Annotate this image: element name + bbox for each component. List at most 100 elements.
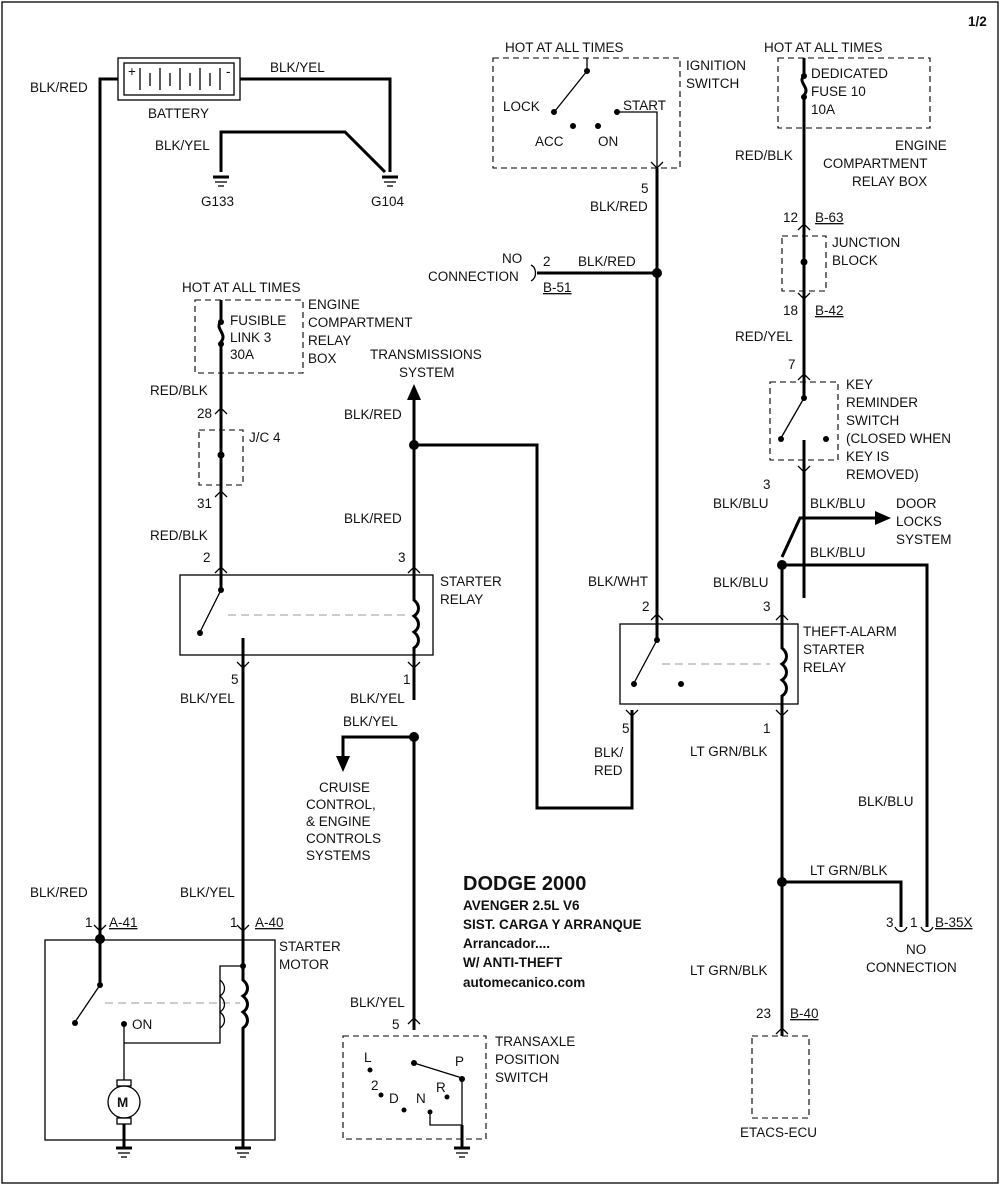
motor-on-label: ON — [132, 1017, 152, 1032]
ground-transaxle-icon — [454, 1146, 470, 1158]
b35x-pin1: 1 — [910, 915, 918, 930]
theft-l1: THEFT-ALARM — [803, 624, 897, 639]
title-line1: DODGE 2000 — [463, 873, 586, 895]
arrow-down-icon — [336, 756, 350, 772]
fuse10-box2: COMPARTMENT — [823, 156, 928, 171]
motor-coil2 — [240, 937, 249, 1148]
wire-label-motor-blk-red: BLK/RED — [30, 885, 88, 900]
theft-blade — [633, 639, 658, 684]
fusible-l3: 30A — [230, 347, 254, 362]
transaxle-pn-wire — [429, 1079, 463, 1126]
ground-g133-icon — [213, 175, 229, 187]
page-number: 1/2 — [968, 14, 987, 29]
wire-label-relay-blk-blu: BLK/BLU — [713, 575, 769, 590]
cruise-l5: SYSTEMS — [306, 848, 371, 863]
theft-pin1: 1 — [763, 721, 771, 736]
starter-relay-coil — [411, 555, 420, 700]
starter-relay-pin3: 3 — [398, 550, 406, 565]
transaxle-pin: 5 — [392, 1017, 400, 1032]
b35x-l2: CONNECTION — [866, 960, 957, 975]
cruise-l3: & ENGINE — [306, 814, 371, 829]
motor-pin1b: 1 — [230, 915, 238, 930]
jb-l1: JUNCTION — [832, 235, 900, 250]
starter-relay-l1: STARTER — [440, 574, 502, 589]
wire-blk-blu-b35x — [782, 563, 929, 927]
fuse10-box1: ENGINE — [895, 138, 947, 153]
fusible-link-box — [194, 299, 304, 374]
jb-l2: BLOCK — [832, 253, 878, 268]
fusible-box4: BOX — [308, 351, 337, 366]
theft-contact-b — [678, 681, 684, 687]
wire-label-jc4-red-blk: RED/BLK — [150, 528, 208, 543]
wire-door-locks — [780, 516, 876, 558]
transaxle-l2: POSITION — [495, 1052, 560, 1067]
ignition-acc: ACC — [535, 134, 564, 149]
wire-label-transaxle-blk-yel: BLK/YEL — [350, 995, 405, 1010]
motor-switch-blade — [74, 984, 101, 1023]
ignition-pin: 5 — [641, 181, 649, 196]
relay-switch-blade — [199, 589, 222, 633]
theft-relay-box — [619, 623, 799, 705]
fuse10-box — [777, 57, 931, 129]
key-l3: SWITCH — [846, 413, 899, 428]
fusible-l2: LINK 3 — [230, 330, 271, 345]
b51-conn: B-51 — [543, 280, 572, 295]
ignition-start-wire — [617, 111, 658, 168]
battery-label: BATTERY — [148, 106, 209, 121]
fuse10-dot-bottom — [801, 94, 807, 100]
title-block: DODGE 2000 AVENGER 2.5L V6 SIST. CARGA Y… — [463, 873, 642, 990]
pin-connectors — [93, 161, 811, 1035]
theft-contact-a — [631, 681, 637, 687]
transaxle-l3: SWITCH — [495, 1070, 548, 1085]
motor-m-label: M — [117, 1095, 128, 1110]
jc4-dot — [217, 451, 225, 459]
starter-relay-pin2: 2 — [203, 550, 211, 565]
wire-label-splice-blk-blu: BLK/BLU — [810, 545, 866, 560]
starter-motor-l2: MOTOR — [279, 957, 329, 972]
ignition-start: START — [623, 98, 666, 113]
wire-label-jb-red-yel: RED/YEL — [735, 329, 793, 344]
theft-relay-coil — [779, 565, 788, 880]
wire-label-b51-blk-red: BLK/RED — [578, 254, 636, 269]
wire-label-relay-in-blk-red: BLK/RED — [344, 511, 402, 526]
key-blade — [780, 397, 805, 439]
b35x-conn-3 — [894, 926, 908, 933]
jc4-pin-in: 28 — [197, 406, 212, 421]
fusible-l1: FUSIBLE — [230, 313, 286, 328]
transaxle-pos-2 — [378, 1092, 384, 1098]
b35x-pin3: 3 — [886, 915, 894, 930]
cruise-l1: CRUISE — [319, 780, 370, 795]
wire-cruise — [341, 735, 414, 757]
etacs-box — [751, 1035, 810, 1119]
b35x-conn: B-35X — [935, 915, 973, 930]
motor-brush-bottom — [116, 1117, 132, 1125]
etacs-pin: 23 — [756, 1006, 771, 1021]
transaxle-pos-l — [367, 1067, 373, 1073]
jb-pin-in: 12 — [783, 210, 798, 225]
theft-pin5: 5 — [622, 721, 630, 736]
wire-label-battery-blk-yel: BLK/YEL — [270, 60, 325, 75]
wire-fusible — [217, 300, 225, 408]
starter-relay-pin5: 5 — [231, 672, 239, 687]
wire-lt-grn-b35x — [782, 880, 903, 927]
wire-label-door-blk-blu: BLK/BLU — [810, 496, 866, 511]
fuse10-l1: DEDICATED — [811, 66, 888, 81]
motor-terminal-a41 — [95, 934, 105, 944]
etacs-label: ETACS-ECU — [740, 1125, 817, 1140]
wire-battery-starter — [98, 77, 118, 937]
title-line3: SIST. CARGA Y ARRANQUE — [463, 917, 642, 932]
ground-g104-icon — [382, 175, 398, 187]
battery-plus: + — [128, 64, 136, 79]
key-l4: (CLOSED WHEN — [846, 431, 951, 446]
fusible-box3: RELAY — [308, 333, 351, 348]
theft-l2: STARTER — [803, 642, 865, 657]
arrow-right-icon — [875, 511, 891, 525]
jb-conn-in: B-63 — [815, 210, 844, 225]
b51-connector — [530, 264, 537, 282]
motor-pin1a: 1 — [85, 915, 93, 930]
motor-brush-top — [116, 1079, 132, 1087]
b51-pin: 2 — [543, 254, 551, 269]
title-line5: W/ ANTI-THEFT — [463, 955, 563, 970]
transaxle-l1: TRANSAXLE — [495, 1034, 575, 1049]
